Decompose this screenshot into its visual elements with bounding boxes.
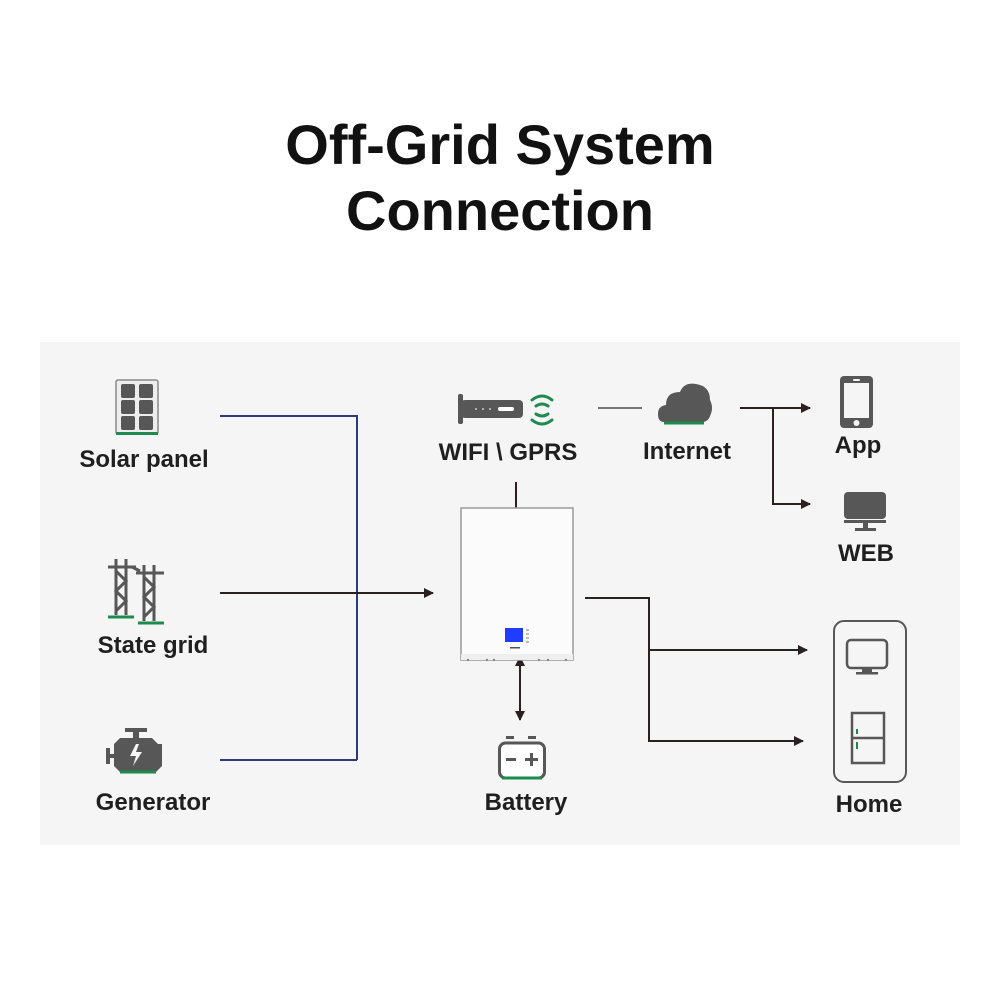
wifi-dongle-icon (458, 394, 554, 426)
cloud-icon (658, 383, 712, 425)
label-app: App (834, 432, 882, 459)
battery-icon (498, 736, 546, 780)
title-line-2: Connection (346, 179, 654, 242)
smartphone-icon (840, 376, 873, 428)
label-wifi-gprs: WIFI \ GPRS (438, 439, 578, 466)
label-solar-panel: Solar panel (79, 446, 209, 473)
label-web: WEB (838, 540, 894, 567)
connector-inverter-to-home (585, 597, 808, 746)
power-tower-icon (108, 559, 164, 625)
label-home: Home (835, 791, 903, 818)
label-generator: Generator (95, 789, 211, 816)
inverter-unit[interactable] (460, 507, 574, 662)
lcd-screen (505, 628, 523, 642)
connector-solar-to-bus (220, 415, 358, 760)
page-title: Off-Grid System Connection (0, 112, 1000, 244)
solar-panel-icon (115, 379, 159, 435)
label-internet: Internet (642, 438, 732, 465)
engine-icon (106, 728, 162, 774)
title-line-1: Off-Grid System (285, 113, 715, 176)
label-state-grid: State grid (97, 632, 209, 659)
home-appliances-icon (833, 620, 907, 783)
monitor-icon (844, 492, 886, 531)
label-battery: Battery (484, 789, 568, 816)
connector-internet-to-web (772, 408, 811, 509)
